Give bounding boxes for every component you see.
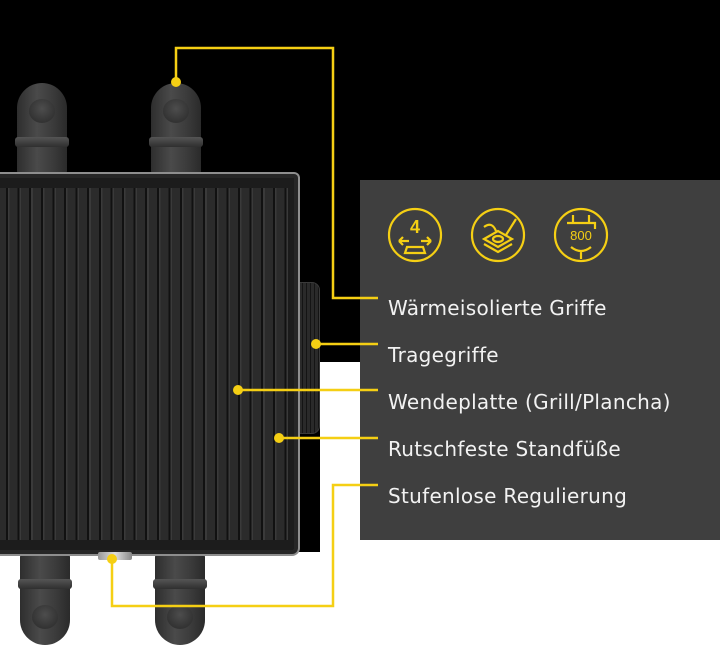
top-handle-left: [15, 83, 69, 175]
feature-item: Rutschfeste Standfüße: [388, 436, 621, 461]
temperature-knob: [98, 552, 132, 560]
four-handles-icon: 4: [387, 207, 443, 263]
feature-panel: 4 800 Wärmeisolierte Griffe Tragegriffe …: [360, 180, 720, 540]
carry-handle: [298, 282, 320, 434]
feature-item: Tragegriffe: [388, 342, 499, 367]
grill-ridges: [0, 188, 288, 540]
power-800w-icon: 800: [553, 207, 609, 263]
svg-text:4: 4: [410, 217, 420, 237]
feature-item: Wärmeisolierte Griffe: [388, 295, 607, 320]
bottom-handle-left: [18, 553, 72, 645]
feature-item: Wendeplatte (Grill/Plancha): [388, 389, 671, 414]
feature-list: Wärmeisolierte Griffe Tragegriffe Wendep…: [388, 284, 671, 519]
icon-row: 4 800: [387, 207, 609, 263]
feature-item: Stufenlose Regulierung: [388, 483, 628, 508]
svg-text:800: 800: [570, 228, 592, 243]
bottom-handle-right: [153, 553, 207, 645]
reversible-plate-icon: [470, 207, 526, 263]
grill-plate: [0, 172, 300, 556]
top-handle-right: [149, 83, 203, 175]
